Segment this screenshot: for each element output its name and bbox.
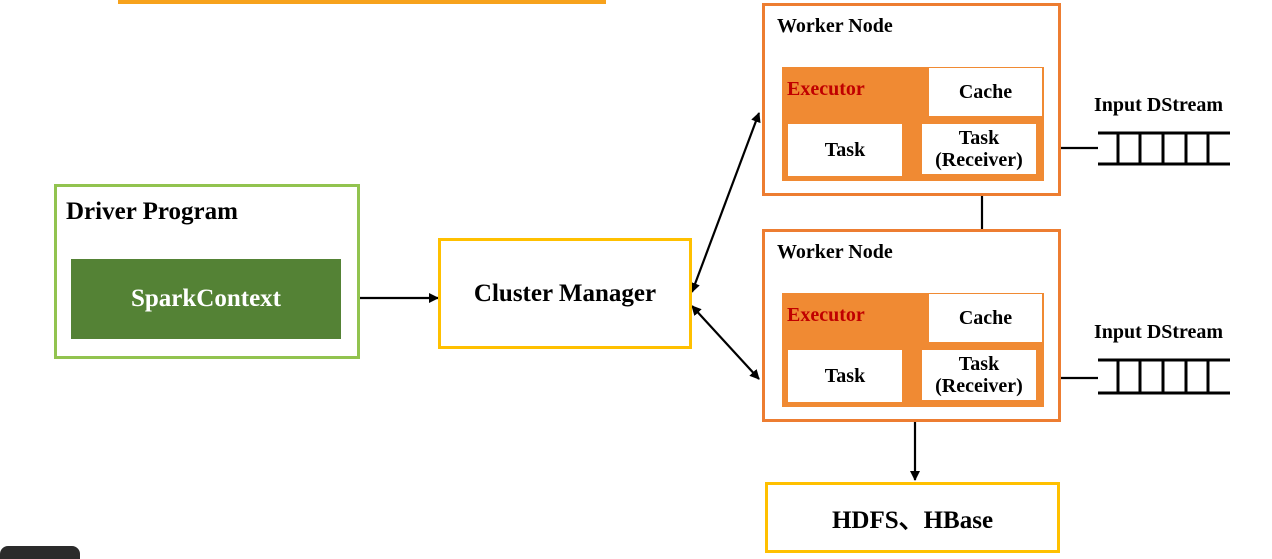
receiver-label: (Receiver) — [935, 149, 1023, 171]
executor-label: Executor — [787, 78, 865, 100]
cache-box: Cache — [929, 68, 1042, 116]
task-box: Task — [788, 124, 902, 176]
cache-box: Cache — [929, 294, 1042, 342]
storage-box: HDFS、HBase — [765, 482, 1060, 553]
worker-node-title: Worker Node — [777, 15, 893, 37]
input-dstream-label: Input DStream — [1094, 321, 1224, 343]
cluster-manager-box: Cluster Manager — [438, 238, 692, 349]
input-dstream-queue-2 — [1098, 358, 1230, 395]
executor-label: Executor — [787, 304, 865, 326]
corner-tab — [0, 546, 80, 559]
driver-program-title: Driver Program — [66, 198, 238, 225]
worker-node-title: Worker Node — [777, 241, 893, 263]
input-dstream-label: Input DStream — [1094, 94, 1224, 116]
arrow-cluster-worker2 — [691, 305, 760, 380]
spark-context-box: SparkContext — [71, 259, 341, 339]
receiver-task-label: Task — [958, 127, 1000, 149]
top-bar-decoration — [118, 0, 606, 4]
receiver-task-box: Task (Receiver) — [922, 350, 1036, 400]
receiver-task-box: Task (Receiver) — [922, 124, 1036, 174]
arrow-cluster-worker1 — [690, 112, 761, 293]
receiver-task-label: Task — [958, 353, 1000, 375]
task-box: Task — [788, 350, 902, 402]
receiver-label: (Receiver) — [935, 375, 1023, 397]
input-dstream-queue-1 — [1098, 131, 1230, 166]
